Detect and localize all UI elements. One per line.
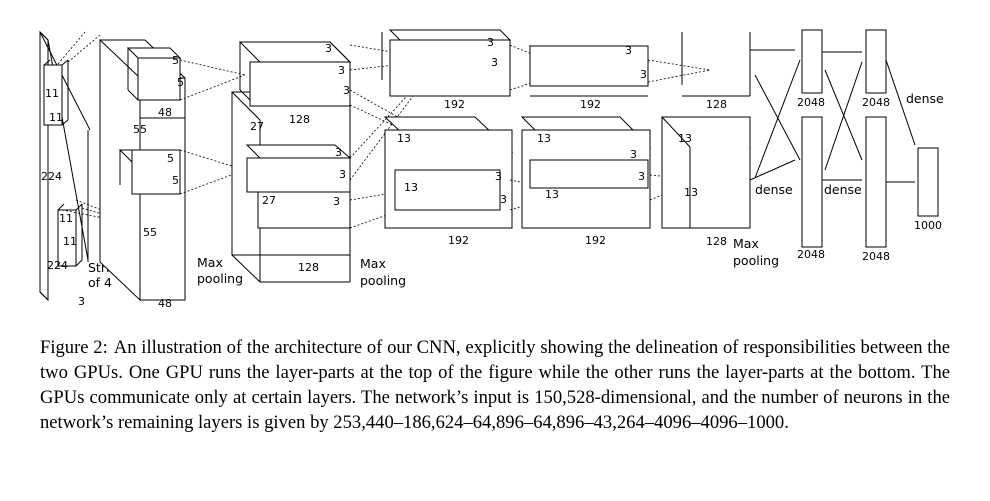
input-kernel-d: 11 [63, 235, 77, 248]
conv5-pool-b: pooling [733, 253, 779, 268]
conv1-layer: 5 5 5 5 55 55 48 48 [99, 38, 186, 310]
input-kernel-c: 11 [59, 212, 73, 225]
conv5-pool-a: Max [733, 236, 759, 251]
conv2-layer: 3 3 3 3 3 3 27 27 128 128 Max pooling [197, 41, 352, 286]
fc-size-b: 2048 [797, 248, 825, 261]
conv1-kernel-b: 5 [177, 76, 184, 89]
conv2-size: 27 [250, 120, 264, 133]
fc-size-d: 2048 [862, 250, 890, 263]
conv1-kernel-d: 5 [172, 174, 179, 187]
conv1-depth-bottom: 48 [158, 297, 172, 310]
conv5-layer: 13 13 128 128 Max pooling [660, 32, 779, 268]
conv3-pool-a: Max [360, 256, 386, 271]
conv3-pool-b: pooling [360, 273, 406, 288]
input-kernel-b: 11 [49, 111, 63, 124]
conv4-layer: 3 3 3 3 13 13 192 192 [520, 44, 652, 247]
conv3-size-2: 13 [404, 181, 418, 194]
output-size: 1000 [914, 219, 942, 232]
conv3-kernel-b: 3 [491, 56, 498, 69]
conv4-depth-top: 192 [580, 98, 601, 111]
conv1-size-2: 55 [143, 226, 157, 239]
conv5-depth-top: 128 [706, 98, 727, 111]
input-size-a: 224 [41, 170, 62, 183]
conv2-kernel-f: 3 [333, 195, 340, 208]
dense-label-c: dense [906, 91, 944, 106]
conv2-depth-top: 128 [289, 113, 310, 126]
conv2-kernel-b: 3 [338, 64, 345, 77]
dense-label-b: dense [824, 182, 862, 197]
conv2-size-2: 27 [262, 194, 276, 207]
conv2-kernel-c: 3 [343, 84, 350, 97]
conv4-size: 13 [537, 132, 551, 145]
conv4-size-2: 13 [545, 188, 559, 201]
fc-size-c: 2048 [862, 96, 890, 109]
conv5-size: 13 [678, 132, 692, 145]
conv2-pool-a: Max [197, 255, 223, 270]
conv3-kernel-d: 3 [500, 193, 507, 206]
conv5-depth-bottom: 128 [706, 235, 727, 248]
conv4-depth-bottom: 192 [585, 234, 606, 247]
conv3-kernel-a: 3 [487, 36, 494, 49]
conv4-kernel-a: 3 [625, 44, 632, 57]
conv1-kernel-c: 5 [167, 152, 174, 165]
conv3-kernel-c: 3 [495, 170, 502, 183]
conv1-depth-top: 48 [158, 106, 172, 119]
conv2-pool-b: pooling [197, 271, 243, 286]
figure-caption: Figure 2:An illustration of the architec… [40, 335, 950, 435]
figure-label: Figure 2: [40, 337, 108, 358]
dense-label-a: dense [755, 182, 793, 197]
conv4-kernel-b: 3 [640, 68, 647, 81]
conv2-depth-bottom: 128 [298, 261, 319, 274]
stride-label-b: of 4 [88, 275, 112, 290]
input-depth: 3 [78, 295, 85, 308]
fc-size-a: 2048 [797, 96, 825, 109]
conv5-size-2: 13 [684, 186, 698, 199]
conv3-depth-top: 192 [444, 98, 465, 111]
conv2-kernel-d: 3 [335, 146, 342, 159]
input-kernel-a: 11 [45, 87, 59, 100]
conv1-size: 55 [133, 123, 147, 136]
input-size-b: 224 [47, 259, 68, 272]
caption-text: An illustration of the architecture of o… [40, 337, 950, 433]
conv4-kernel-c: 3 [630, 148, 637, 161]
dense-layers: 2048 2048 2048 2048 dense dense dense 10… [749, 29, 944, 263]
cnn-architecture-diagram: 11 11 11 11 224 224 3 Stride of 4 5 5 5 … [39, 29, 944, 310]
conv1-kernel-a: 5 [172, 54, 179, 67]
input-layer: 11 11 11 11 224 224 3 Stride of 4 [39, 30, 125, 308]
conv4-kernel-d: 3 [638, 170, 645, 183]
conv2-kernel-e: 3 [339, 168, 346, 181]
conv3-depth-bottom: 192 [448, 234, 469, 247]
conv3-layer: 3 3 3 3 13 13 192 192 Max pooling [360, 29, 514, 288]
conv2-kernel-a: 3 [325, 42, 332, 55]
conv3-size: 13 [397, 132, 411, 145]
